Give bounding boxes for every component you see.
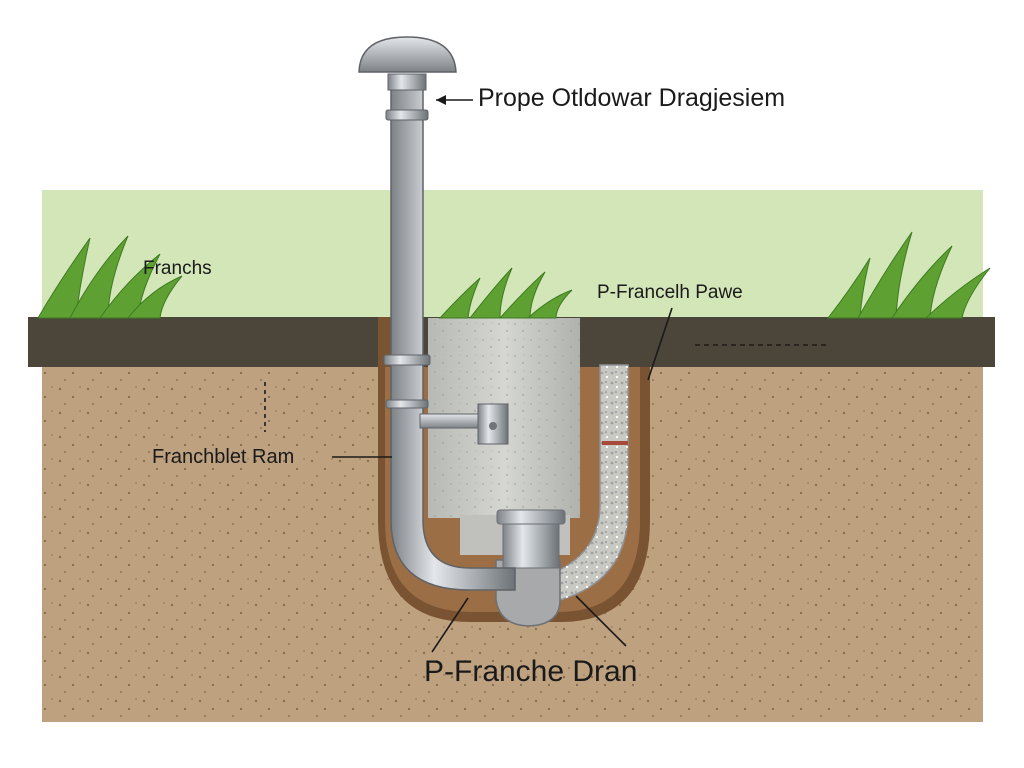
arrow-head-icon (436, 95, 446, 105)
label-bottom: P-Franche Dran (424, 655, 638, 688)
pipe-coupling-lower (383, 354, 431, 366)
grass-clump-center-icon (438, 267, 573, 319)
pipe-coupling-upper (385, 109, 429, 121)
drain-rim (496, 509, 566, 525)
label-middle: Franchblet Ram (152, 446, 295, 468)
vent-cap-collar (387, 73, 427, 91)
grass-backdrop (42, 190, 983, 320)
label-right: P-Francelh Pawe (597, 282, 743, 303)
vent-cap-icon (358, 36, 457, 73)
leader-right (647, 307, 673, 381)
bracket-bolt (489, 422, 497, 430)
label-left: Franchs (143, 258, 212, 279)
leader-bottom-right (575, 595, 627, 647)
vent-pipe (390, 85, 516, 591)
grass-clump-right-icon (826, 231, 991, 319)
label-top: Prope Otldowar Dragjesiem (478, 84, 786, 112)
leader-bottom-left (431, 597, 469, 653)
mount-bracket (419, 413, 483, 429)
grass-clump-left-icon (37, 235, 183, 319)
drain-collar (502, 519, 560, 569)
gravel-marker (602, 441, 628, 445)
